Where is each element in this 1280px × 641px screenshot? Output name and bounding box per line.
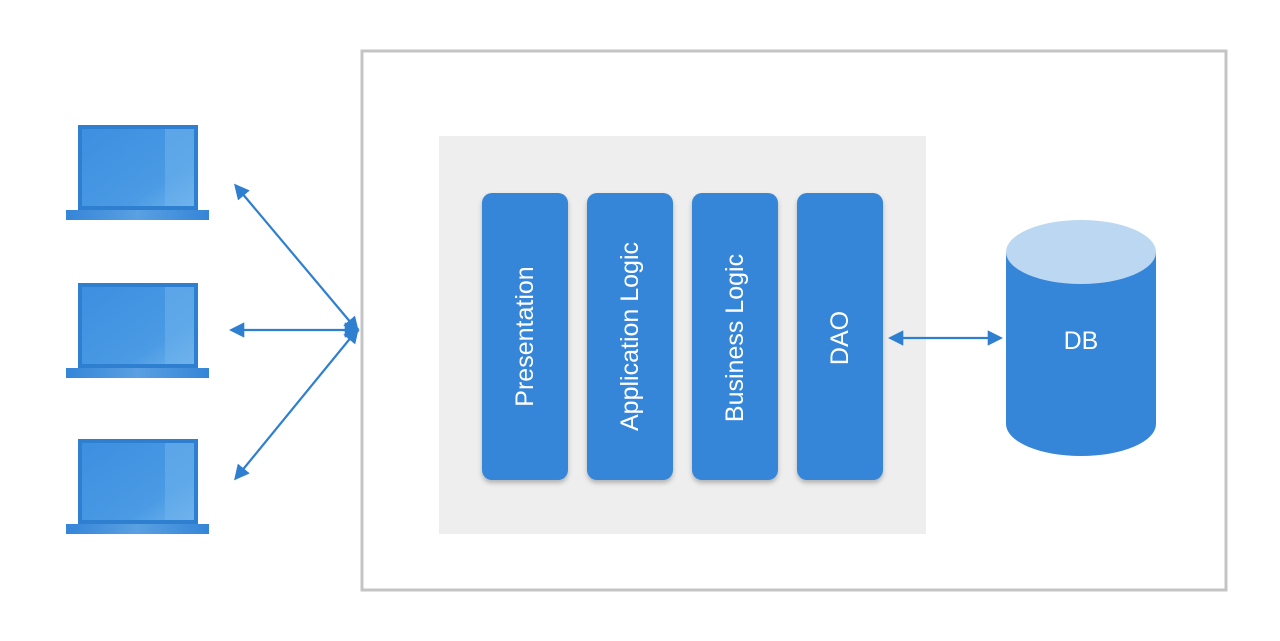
layer-label: DAO [826, 311, 854, 365]
layer-application-logic: Application Logic [587, 193, 673, 480]
database: DB [1006, 220, 1156, 456]
laptop-client-3 [66, 439, 209, 534]
layer-label: Business Logic [721, 254, 749, 422]
database-label: DB [1064, 327, 1099, 355]
layer-business-logic: Business Logic [692, 193, 778, 480]
server-container [360, 49, 1228, 592]
database-cylinder-icon [1006, 220, 1156, 456]
laptop-icon [66, 125, 209, 220]
laptop-icon [66, 283, 209, 378]
layer-presentation: Presentation [482, 193, 568, 480]
laptop-client-1 [66, 125, 209, 220]
layer-dao: DAO [797, 193, 883, 480]
layer-label: Presentation [511, 266, 539, 406]
laptop-client-2 [66, 283, 209, 378]
client-connections [228, 183, 361, 481]
laptop-icon [66, 439, 209, 534]
arrow-client-1 [234, 183, 359, 333]
layer-label: Application Logic [616, 242, 644, 431]
arrow-client-3 [234, 327, 359, 481]
